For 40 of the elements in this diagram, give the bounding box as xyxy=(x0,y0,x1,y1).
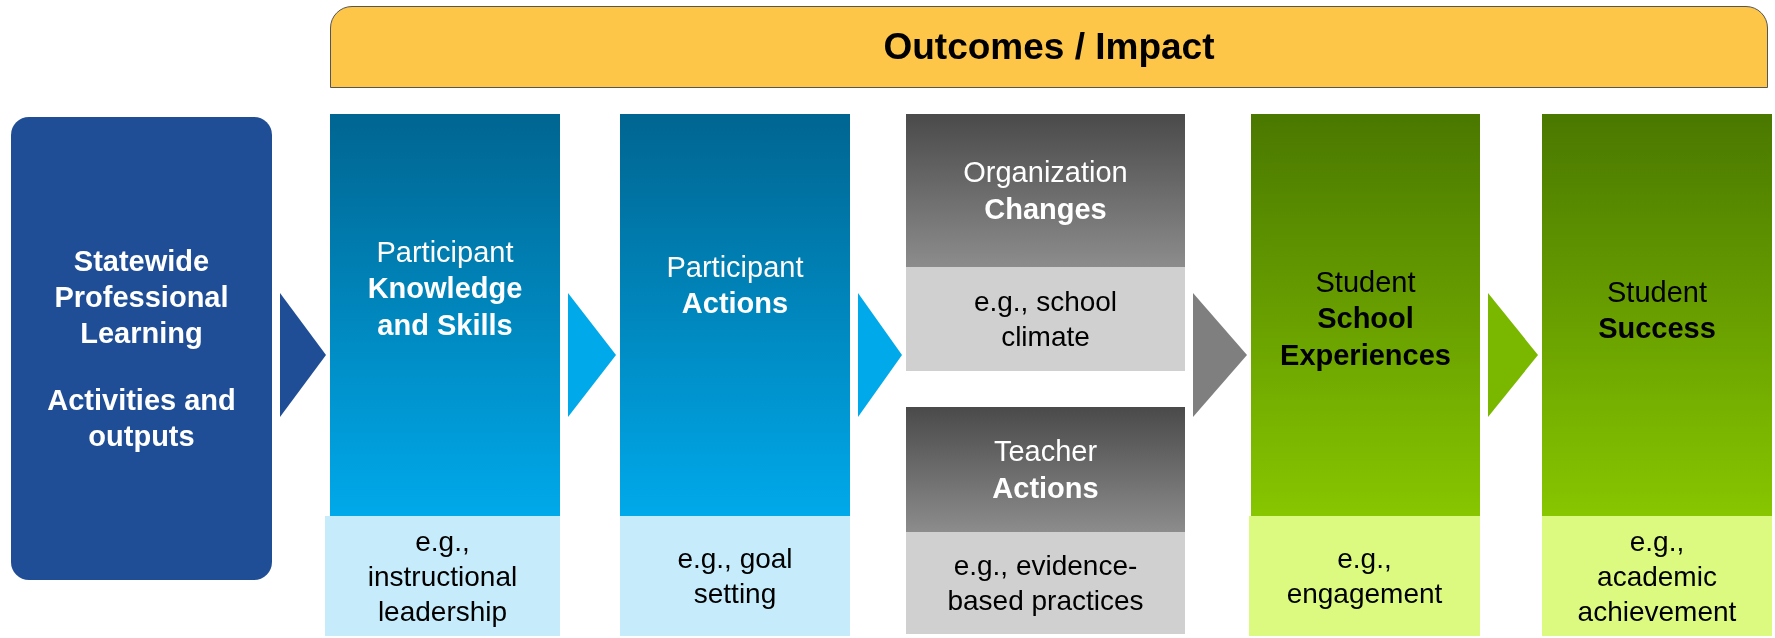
outcome-title: School Experiences xyxy=(1279,301,1452,373)
subject-label: Participant xyxy=(666,250,804,285)
example-text: e.g., school climate xyxy=(972,285,1119,354)
example-box xyxy=(620,516,850,636)
subject-label: Organization xyxy=(963,155,1128,191)
example-text: e.g., instructional leadership xyxy=(366,524,519,629)
subject-label: Student xyxy=(1315,265,1416,300)
activity-box xyxy=(11,117,272,580)
example-box xyxy=(1542,516,1772,636)
example-box xyxy=(325,516,560,636)
chevron-arrow xyxy=(1487,293,1539,417)
subject-label: Participant xyxy=(376,235,514,270)
activity-title: Statewide Professional Learning xyxy=(53,243,230,352)
outcome-column xyxy=(330,114,560,516)
subject-label: Student xyxy=(1607,275,1707,310)
outcome-box xyxy=(906,114,1185,267)
activity-subtitle: Activities and outputs xyxy=(46,382,237,454)
chevron-arrow xyxy=(1192,293,1248,417)
outcome-title: Actions xyxy=(681,286,789,322)
subject-label: Teacher xyxy=(993,434,1098,470)
header-title: Outcomes / Impact xyxy=(883,24,1215,69)
outcome-title: Knowledge and Skills xyxy=(366,271,524,343)
outcome-title: Changes xyxy=(984,191,1107,227)
example-box xyxy=(906,267,1185,371)
banner-header xyxy=(330,6,1768,88)
outcome-title: Actions xyxy=(992,470,1099,506)
outcome-title: Success xyxy=(1598,311,1716,347)
outcome-column xyxy=(620,114,850,516)
chevron-arrow xyxy=(279,293,327,417)
chevron-arrow xyxy=(857,293,903,417)
outcome-box xyxy=(906,407,1185,532)
example-text: e.g., academic achievement xyxy=(1576,524,1738,629)
outcome-column xyxy=(1542,114,1772,516)
example-text: e.g., engagement xyxy=(1285,542,1444,611)
example-box xyxy=(1249,516,1480,636)
example-text: e.g., evidence-based practices xyxy=(946,549,1145,618)
outcome-column xyxy=(1251,114,1480,516)
example-text: e.g., goal setting xyxy=(676,542,794,611)
example-box xyxy=(906,532,1185,634)
chevron-arrow xyxy=(567,293,617,417)
